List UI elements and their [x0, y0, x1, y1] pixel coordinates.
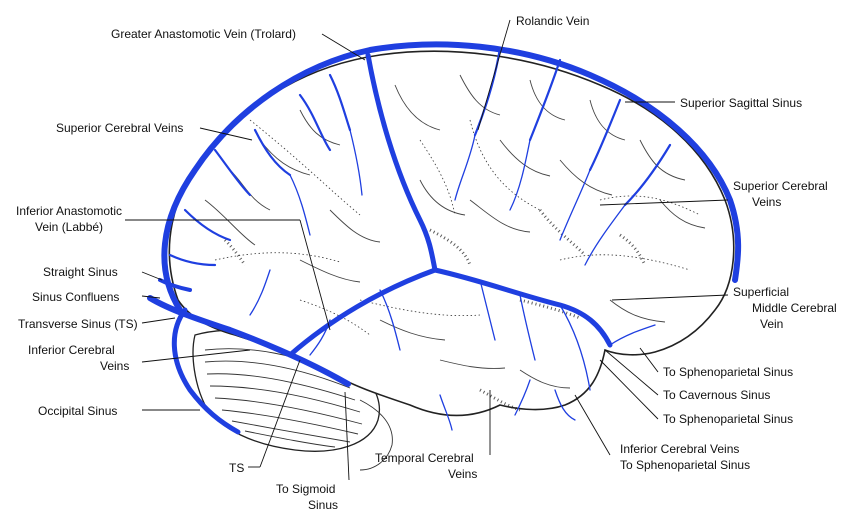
label-to-sigmoid-sinus-2: Sinus — [308, 498, 338, 512]
superficial-middle-cerebral-vein — [432, 267, 613, 348]
label-occipital-sinus: Occipital Sinus — [38, 404, 117, 418]
labbe-vein — [287, 267, 438, 358]
label-sinus-confluens: Sinus Confluens — [32, 290, 119, 304]
label-ts: TS — [229, 461, 244, 475]
label-inferior-cerebral-veins-spheno-1: Inferior Cerebral Veins — [620, 442, 739, 456]
label-superior-cerebral-veins-right-1: Superior Cerebral — [733, 179, 828, 193]
venous-system — [147, 41, 742, 435]
label-inferior-cerebral-veins-2: Veins — [100, 359, 129, 373]
label-superior-sagittal-sinus: Superior Sagittal Sinus — [680, 96, 802, 110]
label-superficial-middle-cerebral-vein-2: Middle Cerebral — [752, 301, 837, 315]
superior-sagittal-sinus — [161, 41, 742, 313]
label-inferior-anastomotic-vein-1: Inferior Anastomotic — [16, 204, 122, 218]
label-to-sphenoparietal-sinus-1: To Sphenoparietal Sinus — [663, 365, 793, 379]
label-superficial-middle-cerebral-vein-1: Superficial — [733, 285, 789, 299]
labels: Greater Anastomotic Vein (Trolard) Rolan… — [16, 14, 837, 512]
label-to-sphenoparietal-sinus-2: To Sphenoparietal Sinus — [663, 412, 793, 426]
trolard-vein — [365, 52, 438, 273]
label-to-sigmoid-sinus-1: To Sigmoid — [276, 482, 335, 496]
label-inferior-cerebral-veins-1: Inferior Cerebral — [28, 343, 115, 357]
label-transverse-sinus: Transverse Sinus (TS) — [18, 317, 138, 331]
transverse-sinus — [147, 295, 351, 387]
label-superior-cerebral-veins-left: Superior Cerebral Veins — [56, 121, 183, 135]
label-to-cavernous-sinus: To Cavernous Sinus — [663, 388, 770, 402]
label-greater-anastomotic-vein: Greater Anastomotic Vein (Trolard) — [111, 27, 296, 41]
label-temporal-cerebral-veins-2: Veins — [448, 467, 477, 481]
occipital-sinus — [171, 307, 241, 435]
label-inferior-anastomotic-vein-2: Vein (Labbé) — [35, 220, 103, 234]
label-temporal-cerebral-veins-1: Temporal Cerebral — [375, 451, 474, 465]
straight-sinus — [158, 278, 192, 292]
label-inferior-cerebral-veins-spheno-2: To Sphenoparietal Sinus — [620, 458, 750, 472]
label-rolandic-vein: Rolandic Vein — [516, 14, 589, 28]
label-superior-cerebral-veins-right-2: Veins — [752, 195, 781, 209]
label-straight-sinus: Straight Sinus — [43, 265, 118, 279]
label-superficial-middle-cerebral-vein-3: Vein — [760, 317, 783, 331]
leader-lines — [125, 19, 729, 481]
